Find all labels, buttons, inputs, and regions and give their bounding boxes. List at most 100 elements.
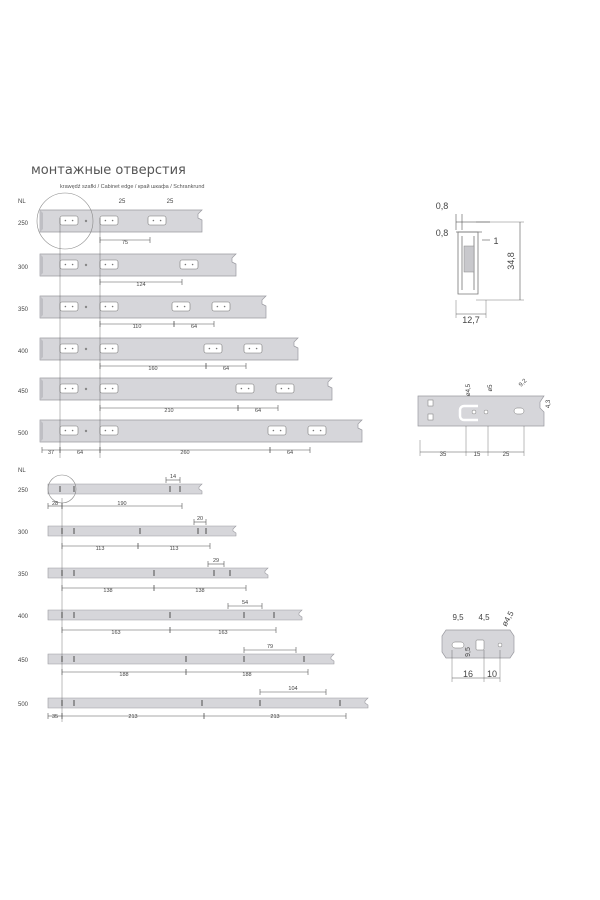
mounting-slot	[99, 215, 119, 226]
hole-dot	[71, 263, 74, 266]
hole-dot	[84, 429, 88, 433]
nl-value: 350	[18, 307, 29, 313]
mounting-slot	[59, 425, 79, 436]
dimension-label: 138	[103, 588, 112, 594]
hole-dot	[312, 429, 315, 432]
nl-value: 400	[18, 349, 29, 355]
hole-dot	[71, 219, 74, 222]
dimension-label: 28	[52, 501, 58, 507]
mounting-hole	[201, 700, 203, 706]
dimension-label: 4,3	[546, 399, 552, 408]
dimension-label: 64	[223, 366, 229, 372]
hole-dot	[64, 219, 67, 222]
rail-end	[40, 254, 43, 276]
mounting-slot	[99, 259, 119, 270]
mounting-hole	[73, 486, 75, 492]
mounting-slot	[513, 407, 525, 415]
dimension-label: ø4,5	[500, 609, 516, 628]
mounting-hole	[213, 570, 215, 576]
mounting-slot	[147, 215, 167, 226]
mounting-hole	[139, 528, 141, 534]
dimension-label: 113	[170, 546, 179, 552]
hole-dot	[240, 387, 243, 390]
hole-dot	[64, 429, 67, 432]
nl-value: 400	[18, 614, 29, 620]
hole-dot	[111, 347, 114, 350]
mounting-hole	[483, 409, 489, 415]
dimension-label: 35	[52, 714, 58, 720]
hole-dot	[64, 263, 67, 266]
dimension-label: ø4,5	[466, 383, 472, 396]
dimension-label: 9,5	[452, 613, 464, 622]
hole-dot	[247, 387, 250, 390]
nl-value: 300	[18, 265, 29, 271]
nl-label: NL	[18, 468, 26, 474]
mounting-hole	[229, 570, 231, 576]
dimension-label: 4,5	[478, 613, 490, 622]
rail-end	[40, 338, 43, 360]
hole-dot	[71, 305, 74, 308]
hole-dot	[84, 219, 88, 223]
hole-dot	[208, 347, 211, 350]
nl-value: 500	[18, 702, 29, 708]
mounting-slot	[267, 425, 287, 436]
hole-dot	[104, 263, 107, 266]
drawer-slide-rail	[47, 697, 369, 709]
hole-dot	[64, 305, 67, 308]
dimension-label: 64	[191, 324, 197, 330]
rail-end	[40, 420, 43, 442]
mounting-slot	[307, 425, 327, 436]
dimension-label: 190	[117, 501, 126, 507]
hole-dot	[104, 219, 107, 222]
hole-dot	[280, 387, 283, 390]
hole-dot	[64, 347, 67, 350]
nl-value: 350	[18, 572, 29, 578]
cabinet-edge-label: krawędź szafki / Cabinet edge / край шка…	[60, 184, 205, 190]
mounting-slot	[475, 639, 485, 651]
dimension-label: 163	[218, 630, 227, 636]
dimension-label: 124	[136, 282, 145, 288]
mounting-hole	[185, 656, 187, 662]
dimension-label: 1	[493, 236, 498, 246]
mounting-hole	[153, 570, 155, 576]
mounting-hole	[339, 700, 341, 706]
hole-dot	[111, 387, 114, 390]
drawer-slide-rail	[47, 567, 269, 579]
dimension-label: 25	[119, 199, 126, 205]
mounting-hole	[273, 612, 275, 618]
dimension-label: 213	[128, 714, 137, 720]
hole-dot	[71, 387, 74, 390]
mounting-slot	[235, 383, 255, 394]
dimension-label: 29	[213, 558, 219, 564]
hole-dot	[272, 429, 275, 432]
hole-dot	[176, 305, 179, 308]
mounting-slot	[243, 343, 263, 354]
mounting-hole	[179, 486, 181, 492]
nl-value: 300	[18, 530, 29, 536]
cabinet-edge-marker	[36, 192, 94, 250]
hole-dot	[215, 347, 218, 350]
mounting-hole	[471, 409, 477, 415]
nl-label: NL	[18, 199, 26, 205]
drawer-slide-rail	[47, 653, 335, 665]
mounting-hole	[303, 656, 305, 662]
dimension-label: 188	[242, 672, 251, 678]
page-title: монтажные отверстия	[31, 163, 186, 178]
dimension-label: 34,8	[506, 252, 516, 270]
dimension-label: 9,2	[518, 378, 529, 389]
dimension-label: 16	[463, 669, 473, 679]
mounting-slot	[59, 259, 79, 270]
dimension-label: 213	[270, 714, 279, 720]
hole-dot	[104, 347, 107, 350]
mounting-hole	[73, 612, 75, 618]
dimension-label: 15	[474, 452, 481, 458]
mounting-slot	[99, 425, 119, 436]
mounting-hole	[169, 612, 171, 618]
mounting-hole	[73, 528, 75, 534]
drawer-slide-rail	[39, 419, 363, 443]
nl-value: 250	[18, 488, 29, 494]
mounting-hole	[73, 700, 75, 706]
dimension-label: 37	[48, 450, 54, 456]
drawer-slide-rail	[39, 209, 203, 233]
dimension-label: 64	[77, 450, 83, 456]
